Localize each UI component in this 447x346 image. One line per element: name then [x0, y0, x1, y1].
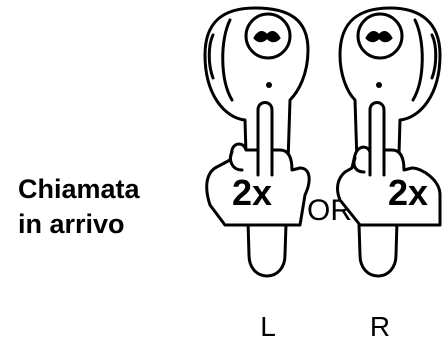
left-earbud-body	[203, 6, 310, 278]
left-tap-badge: 2x	[232, 172, 272, 213]
left-hand-icon: 2x	[205, 101, 311, 227]
right-logo-ring	[356, 12, 404, 60]
right-earbud	[338, 6, 442, 278]
left-logo-ring	[244, 12, 292, 60]
right-hand-icon: 2x	[336, 101, 442, 227]
right-earbud-body	[338, 6, 442, 278]
left-earbud	[203, 6, 310, 278]
right-tap-badge: 2x	[388, 172, 428, 213]
left-label: L	[260, 311, 276, 342]
title-line-1: Chiamata	[18, 174, 140, 204]
left-logo-icon	[253, 31, 281, 43]
instruction-title: Chiamata in arrivo	[18, 172, 140, 242]
right-logo-icon	[365, 31, 393, 43]
title-line-2: in arrivo	[18, 209, 125, 239]
right-label: R	[369, 311, 391, 342]
